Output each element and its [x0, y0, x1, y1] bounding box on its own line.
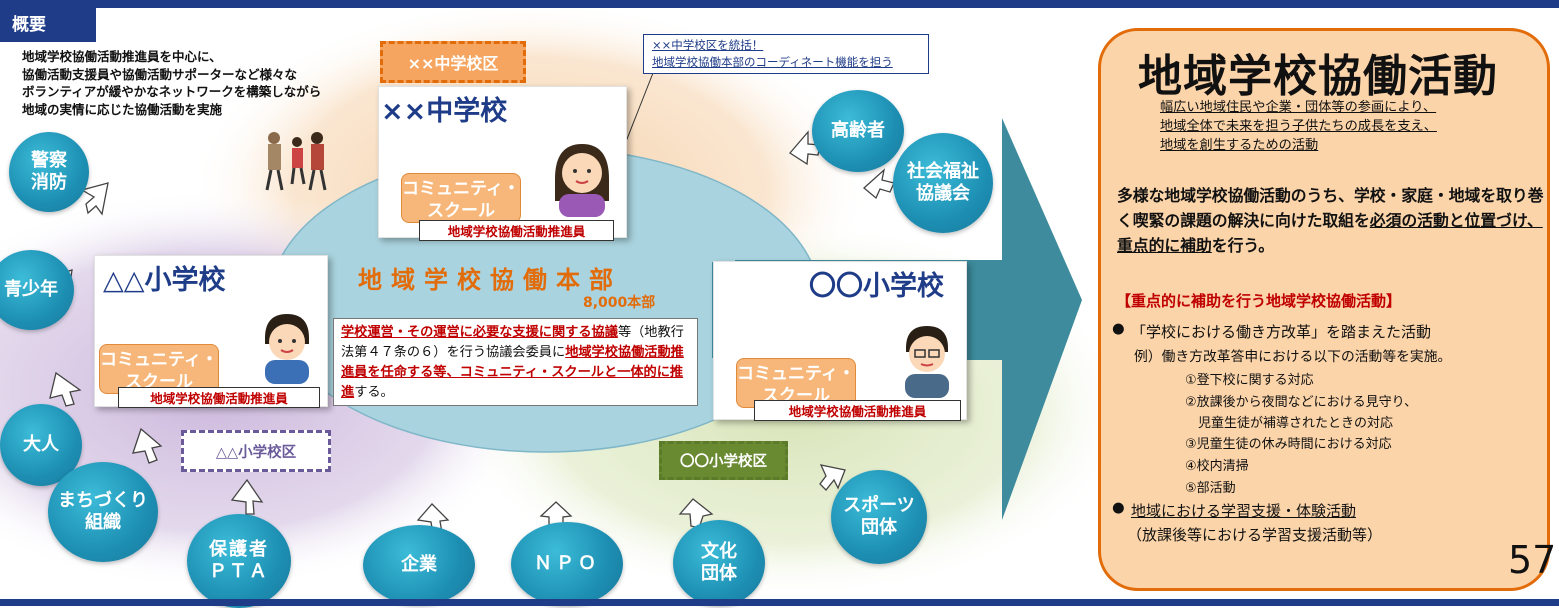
bullet-1: 「学校における働き方改革」を踏まえた活動 [1131, 323, 1432, 341]
hq-desc-text: 等（地教行法第４７条の６）を行う協議会委員に [341, 325, 684, 360]
bubble-elderly: 高齢者 [812, 90, 904, 172]
top-bar [0, 0, 1559, 8]
promoter-label: 地域学校協働活動推進員 [754, 400, 961, 421]
arrow-icon [230, 478, 264, 515]
circle-district-label: 〇〇小学校区 [659, 441, 788, 480]
bubble-social-welfare: 社会福祉 協議会 [893, 133, 993, 233]
person-icon [905, 326, 949, 398]
people-figures-icon [265, 132, 327, 191]
arrow-icon [678, 498, 714, 529]
person-icon [265, 314, 309, 384]
bubble-sports-groups: スポーツ 団体 [831, 470, 927, 564]
bullet-2: 地域における学習支援・体験活動 [1131, 502, 1357, 520]
bubble-npo: ＮＰＯ [511, 522, 623, 606]
bubble-company: 企業 [363, 525, 475, 605]
triangle-school-card: △△小学校 コミュニティ・スクール 地域学校協働活動推進員 [94, 255, 328, 408]
circle-school-card: 〇〇小学校 コミュニティ・スクール 地域学校協働活動推進員 [713, 261, 967, 421]
subtitle-line: 地域全体で未来を担う子供たちの成長を支え、 [1160, 119, 1437, 134]
page-number: 57 [1508, 538, 1557, 582]
bubble-culture-groups: 文化 団体 [673, 520, 765, 606]
school-title: △△小学校 [103, 265, 226, 296]
focus-item: ②放課後から夜間などにおける見守り、 [1185, 395, 1418, 410]
intro-line: 地域の実情に応じた協働活動を実施 [22, 101, 223, 117]
panel-title: 地域学校協働活動 [1138, 51, 1498, 102]
main-text: を行う。 [1211, 236, 1275, 255]
hq-description: 学校運営・その運営に必要な支援に関する協議等（地教行法第４７条の６）を行う協議会… [333, 318, 698, 406]
hq-desc-highlight: 地域学校協働活動推進員を任命する等、コミュニティ・スクールと一体的に推進 [341, 345, 684, 400]
right-panel [1098, 28, 1550, 591]
section-label: 概要 [0, 0, 96, 42]
focus-item: 児童生徒が補導されたときの対応 [1185, 416, 1394, 431]
callout-line: 地域学校協働本部のコーディネート機能を担う [652, 55, 893, 69]
bullet-2-sub: （放課後等における学習支援活動等） [1127, 526, 1383, 544]
hq-desc-highlight: 学校運営・その運営に必要な支援に関する協議 [341, 325, 618, 340]
bottom-bar [0, 599, 1559, 606]
focus-heading: 【重点的に補助を行う地域学校協働活動】 [1116, 292, 1402, 310]
arrow-icon [863, 168, 895, 200]
bullet-icon: ● [1112, 321, 1125, 337]
hq-count: 8,000本部 [583, 295, 656, 311]
hq-title: 地域学校協働本部 [358, 266, 622, 294]
panel-subtitle: 幅広い地域住民や企業・団体等の参画により、 地域全体で未来を担う子供たちの成長を… [1160, 98, 1437, 155]
intro-line: 地域学校協働活動推進員を中心に、 [22, 49, 222, 64]
arrow-icon [80, 182, 109, 216]
bubble-town-development: まちづくり 組織 [48, 462, 158, 562]
panel-main-text: 多様な地域学校協働活動のうち、学校・家庭・地域を取り巻く喫緊の課題の解決に向けた… [1117, 183, 1547, 258]
promoter-label: 地域学校協働活動推進員 [419, 220, 614, 241]
bubble-police-fire: 警察 消防 [9, 132, 89, 212]
intro-line: 協働活動支援員や協働活動サポーターなど様々な [22, 66, 298, 82]
community-school-label: コミュニティ・スクール [401, 173, 521, 223]
focus-item: ⑤部活動 [1185, 481, 1236, 496]
subtitle-line: 幅広い地域住民や企業・団体等の参画により、 [1160, 100, 1437, 115]
arrow-icon [819, 464, 846, 491]
focus-item: ①登下校に関する対応 [1185, 373, 1314, 388]
intro-text: 地域学校協働活動推進員を中心に、 協働活動支援員や協働活動サポーターなど様々な … [22, 48, 382, 118]
bullet-1-example: 例）働き方改革答申における以下の活動等を実施。 [1134, 349, 1452, 365]
inflow-arrows [46, 130, 895, 535]
arrow-icon [49, 371, 82, 407]
middle-school-card: ××中学校 コミュニティ・スクール 地域学校協働活動推進員 [378, 86, 627, 241]
main-text-underlined: 必須の活動と位置づけ、重点的に補助 [1117, 211, 1543, 255]
arrow-icon [416, 503, 450, 535]
promoter-label: 地域学校協働活動推進員 [118, 387, 320, 408]
school-title: 〇〇小学校 [809, 271, 944, 302]
bubble-youth: 青少年 [0, 250, 74, 330]
hq-desc-text: する。 [354, 385, 394, 400]
bubble-parents-pta: 保護者 ＰＴＡ [187, 514, 291, 608]
subtitle-line: 地域を創生するための活動 [1160, 138, 1319, 153]
main-text: 多様な地域学校協働活動のうち、学校・家庭・地域を取り巻く喫緊の課題の解決に向けた… [1117, 186, 1544, 230]
community-school-label: コミュニティ・スクール [736, 358, 856, 408]
bullet-icon: ● [1112, 500, 1125, 516]
focus-item: ④校内清掃 [1185, 459, 1249, 474]
school-title: ××中学校 [381, 96, 508, 127]
arrow-icon [132, 427, 163, 464]
focus-item: ③児童生徒の休み時間における対応 [1185, 437, 1392, 452]
callout-line: ××中学校区を統括！ [652, 38, 764, 52]
intro-line: ボランティアが緩やかなネットワークを構築しながら [22, 84, 322, 99]
triangle-district-label: △△小学校区 [181, 430, 331, 472]
middle-district-label: ××中学校区 [380, 41, 526, 83]
callout-box: ××中学校区を統括！ 地域学校協働本部のコーディネート機能を担う [643, 34, 929, 74]
person-icon [555, 144, 609, 217]
